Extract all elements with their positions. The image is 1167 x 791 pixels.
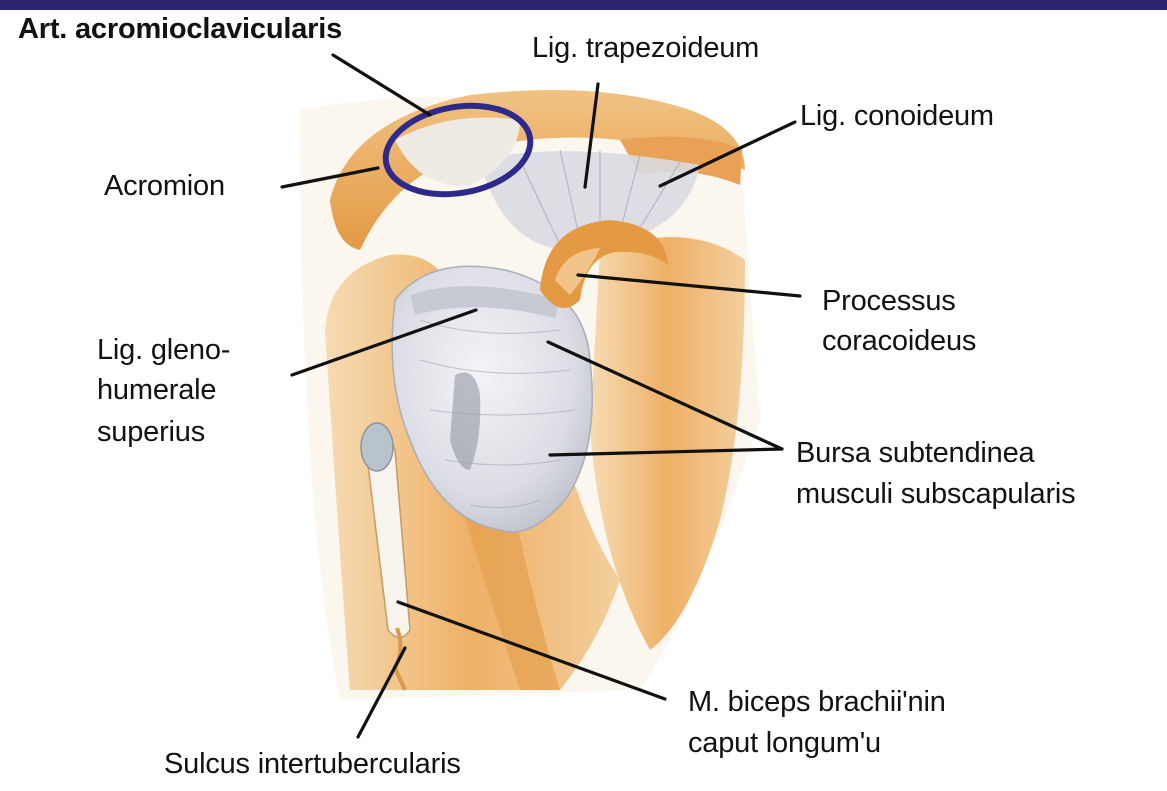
label-processus-line1: Processus — [822, 285, 956, 318]
label-lig-conoideum: Lig. conoideum — [800, 100, 994, 133]
biceps-tendon-head — [361, 423, 393, 471]
label-lig-trapezoideum: Lig. trapezoideum — [532, 32, 759, 65]
label-acromion: Acromion — [104, 170, 225, 203]
label-sulcus-intertubercularis: Sulcus intertubercularis — [164, 748, 461, 781]
label-art-acromioclavicularis: Art. acromioclavicularis — [18, 13, 342, 46]
label-biceps-line1: M. biceps brachii'nin — [688, 686, 946, 719]
label-bursa-line2: musculi subscapularis — [796, 478, 1075, 511]
label-biceps-line2: caput longum'u — [688, 727, 881, 760]
label-processus-line2: coracoideus — [822, 325, 976, 358]
label-gleno-line2: humerale — [97, 374, 216, 407]
label-bursa-line1: Bursa subtendinea — [796, 437, 1034, 470]
label-gleno-line1: Lig. gleno- — [97, 334, 230, 367]
label-gleno-line3: superius — [97, 416, 205, 449]
